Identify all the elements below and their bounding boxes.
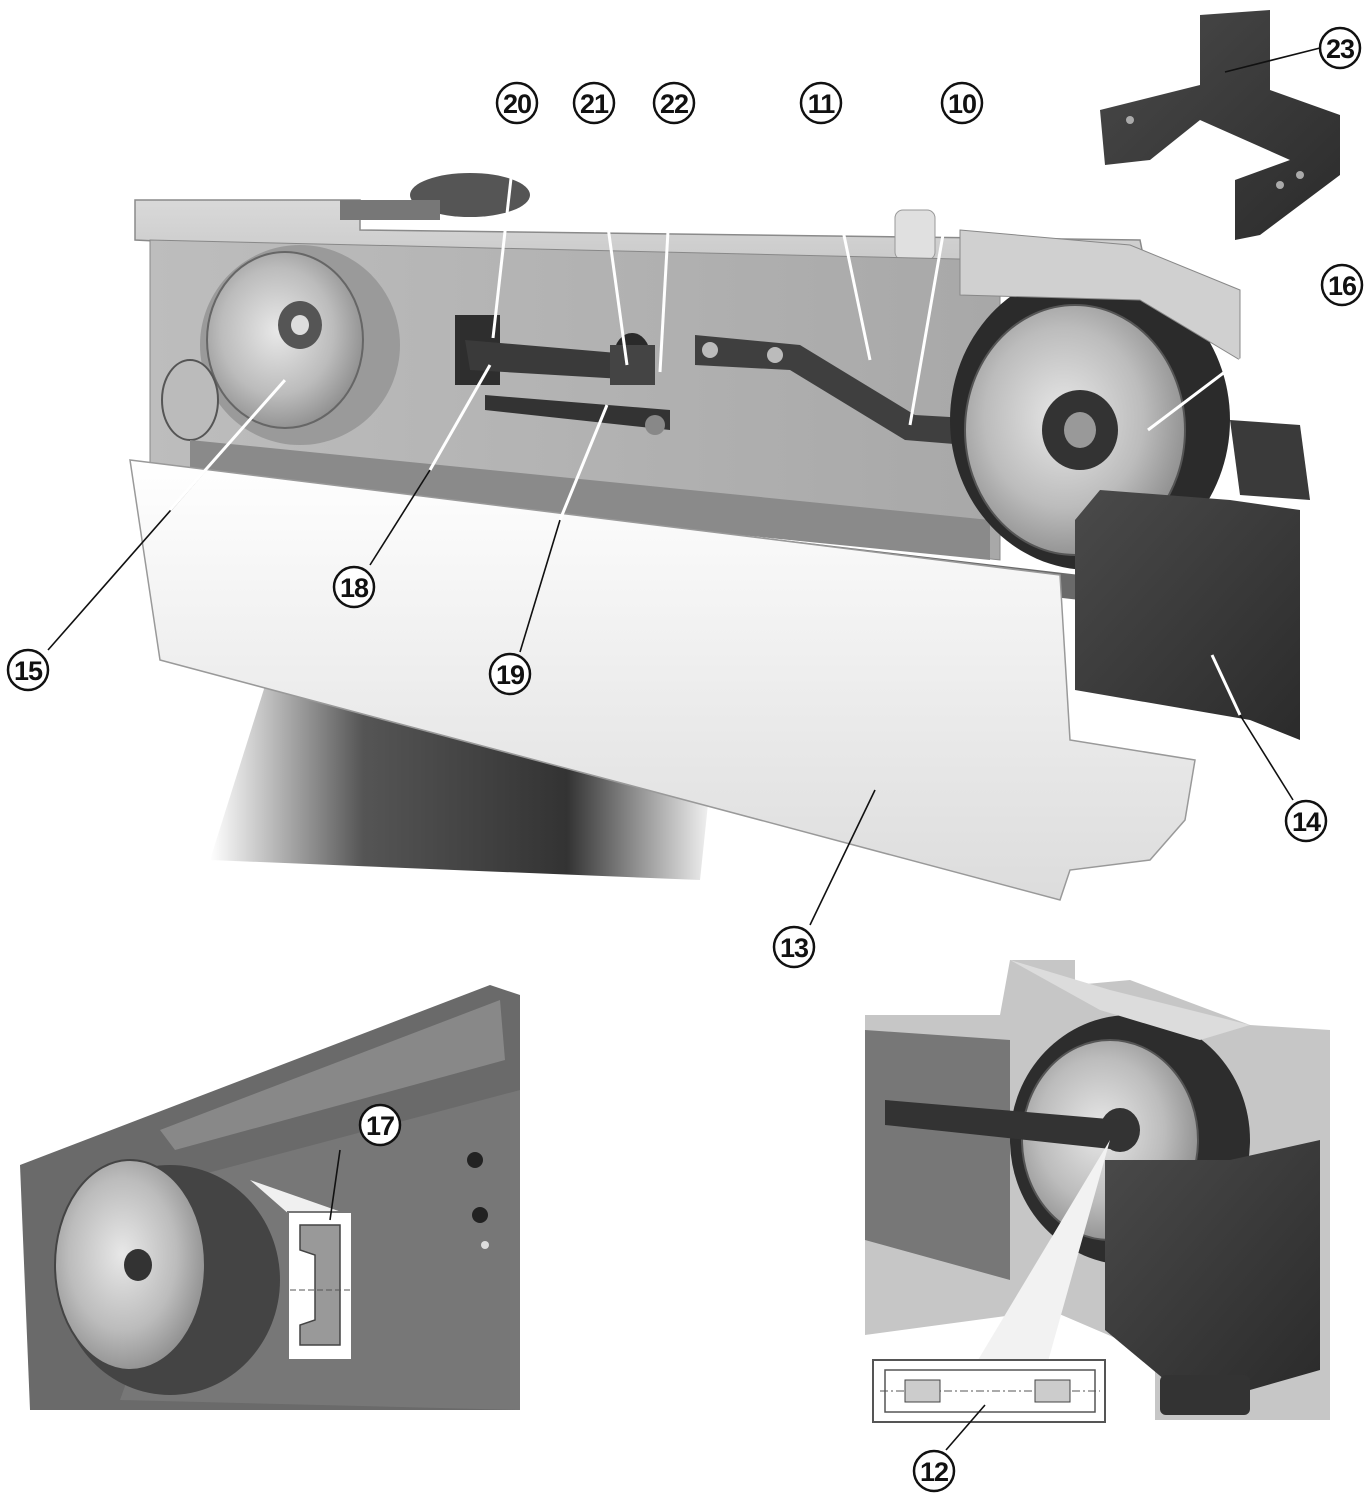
callout-13: 13 (772, 925, 816, 969)
callout-19: 19 (488, 652, 532, 696)
top-knob (894, 209, 936, 261)
callout-16: 16 (1320, 263, 1364, 307)
inset-12-photo (865, 960, 1330, 1423)
svg-text:17: 17 (366, 1111, 394, 1141)
svg-text:21: 21 (580, 89, 609, 119)
callout-22: 22 (652, 81, 696, 125)
callout-21: 21 (572, 81, 616, 125)
svg-text:13: 13 (780, 933, 809, 963)
callout-17: 17 (358, 1103, 402, 1147)
callout-23: 23 (1318, 26, 1362, 70)
svg-text:12: 12 (920, 1457, 948, 1487)
tension-mechanism (455, 315, 670, 435)
callout-20: 20 (495, 81, 539, 125)
dust-chute (1075, 490, 1300, 740)
svg-text:11: 11 (808, 89, 836, 119)
svg-text:14: 14 (1292, 807, 1321, 837)
callout-12: 12 (912, 1449, 956, 1493)
main-machine-photo (129, 173, 1310, 901)
top-clamp (340, 200, 440, 220)
leader-lines (47, 47, 1321, 1451)
callout-18: 18 (332, 565, 376, 609)
left-pulley (161, 245, 400, 445)
callout-11: 11 (799, 81, 843, 125)
svg-text:10: 10 (948, 89, 976, 119)
bracket-23-photo (1100, 10, 1340, 240)
callout-10: 10 (940, 81, 984, 125)
callout-15: 15 (6, 648, 50, 692)
callout-14: 14 (1284, 799, 1328, 843)
svg-text:22: 22 (660, 89, 688, 119)
svg-text:18: 18 (340, 573, 369, 603)
front-guard-panel (129, 459, 1196, 901)
svg-text:23: 23 (1326, 34, 1355, 64)
svg-text:20: 20 (503, 89, 531, 119)
svg-text:19: 19 (496, 660, 525, 690)
inset-17-photo (20, 985, 520, 1410)
svg-text:15: 15 (14, 656, 43, 686)
svg-text:16: 16 (1328, 271, 1357, 301)
sanding-belt (190, 440, 990, 560)
